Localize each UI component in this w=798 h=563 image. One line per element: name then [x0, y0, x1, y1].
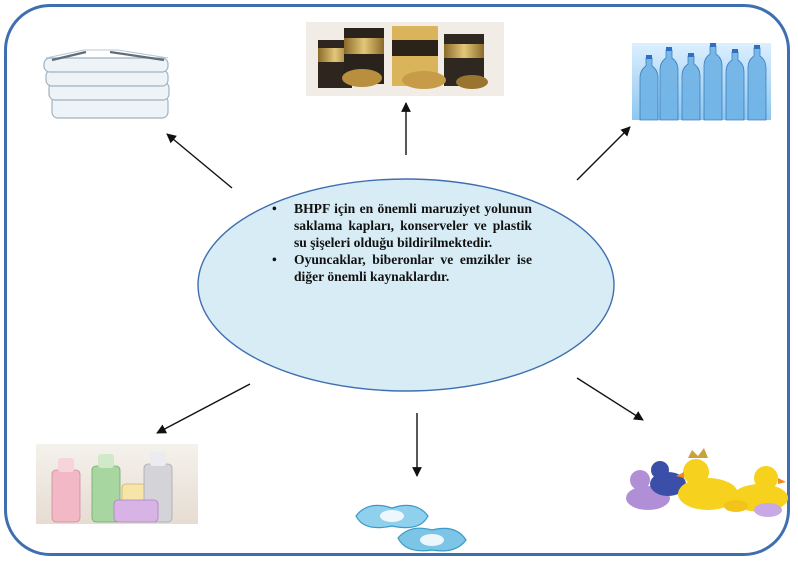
bullet-item: BHPF için en önemli maruziyet yolunun sa… — [270, 200, 532, 251]
diagram-frame — [4, 4, 790, 556]
central-text-block: BHPF için en önemli maruziyet yolunun sa… — [270, 200, 532, 285]
pacifiers-image — [355, 504, 467, 552]
arrow-to-storage-containers — [166, 133, 233, 189]
canned-food-image — [306, 22, 504, 96]
arrow-to-baby-bottles — [156, 383, 251, 434]
rubber-ducks-image — [626, 448, 788, 517]
arrows — [156, 102, 644, 477]
bullet-item: Oyuncaklar, biberonlar ve emzikler ise d… — [270, 251, 532, 285]
arrow-to-water-bottles — [576, 126, 631, 181]
storage-containers-image — [43, 49, 170, 119]
baby-bottles-image — [36, 444, 198, 524]
water-bottles-image — [632, 43, 771, 121]
arrow-to-rubber-ducks — [576, 377, 644, 421]
bullet-list: BHPF için en önemli maruziyet yolunun sa… — [270, 200, 532, 285]
